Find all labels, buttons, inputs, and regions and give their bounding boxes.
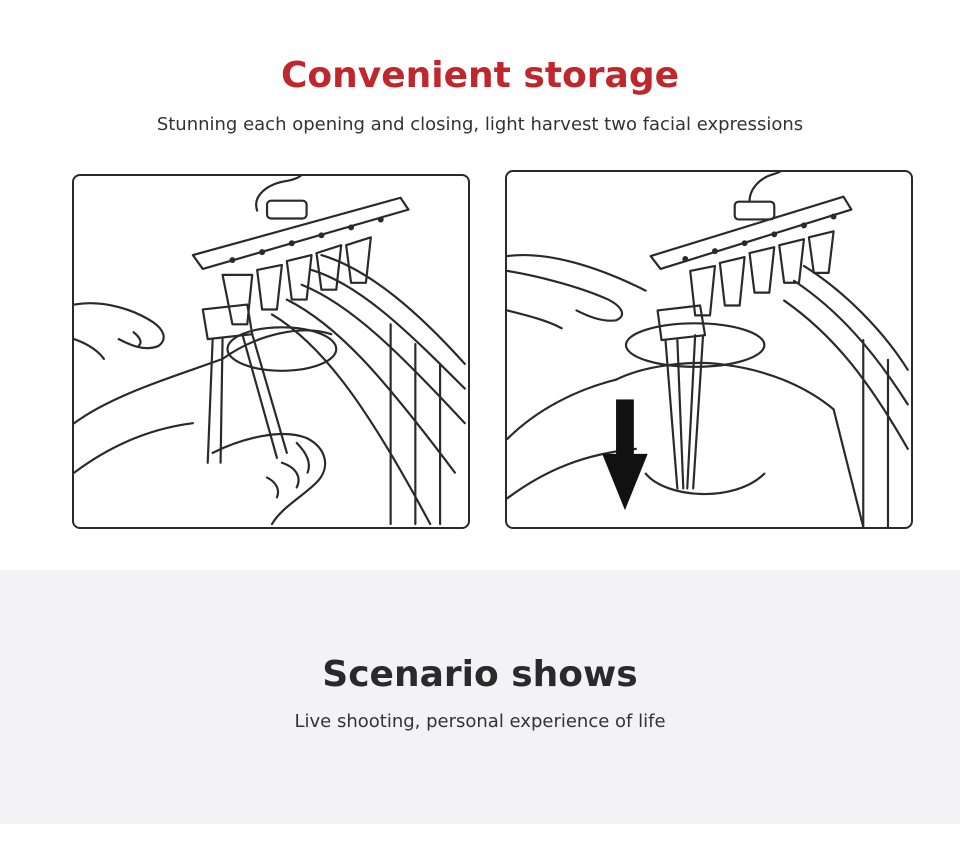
hanger-lift-drawing (74, 176, 466, 526)
storage-title: Convenient storage (280, 55, 680, 96)
storage-section: Convenient storage Stunning each opening… (72, 55, 913, 529)
scenario-section: Scenario shows Live shooting, personal e… (0, 570, 960, 824)
scenario-title: Scenario shows (322, 654, 638, 695)
illustration-right (505, 170, 913, 529)
down-arrow-icon (602, 399, 648, 511)
hanger-fold-drawing (507, 172, 909, 527)
footer-strip (0, 824, 960, 848)
illustration-left (72, 174, 470, 529)
storage-subtitle: Stunning each opening and closing, light… (156, 114, 804, 135)
scenario-subtitle: Live shooting, personal experience of li… (294, 711, 666, 732)
